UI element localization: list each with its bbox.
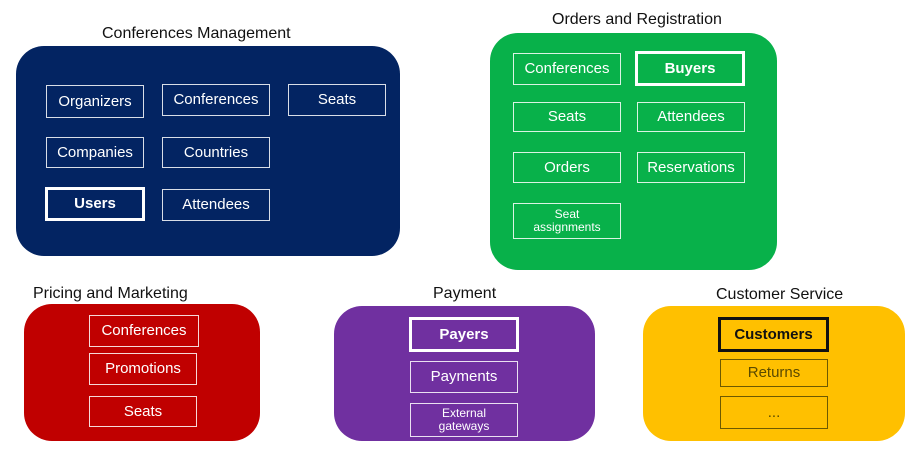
pricing-marketing-title: Pricing and Marketing bbox=[33, 285, 188, 302]
entity-seats: Seats bbox=[89, 396, 197, 427]
orders-registration-context: Conferences Buyers Seats Attendees Order… bbox=[490, 33, 777, 270]
payment-context: Payers Payments External gateways bbox=[334, 306, 595, 441]
entity-conferences: Conferences bbox=[89, 315, 199, 347]
entity-ellipsis: ... bbox=[720, 396, 828, 429]
entity-seats: Seats bbox=[288, 84, 386, 116]
entity-conferences: Conferences bbox=[162, 84, 270, 116]
customer-service-context: Customers Returns ... bbox=[643, 306, 905, 441]
entity-users: Users bbox=[45, 187, 145, 221]
entity-promotions: Promotions bbox=[89, 353, 197, 385]
conferences-management-title: Conferences Management bbox=[102, 25, 291, 42]
customer-service-title: Customer Service bbox=[716, 286, 844, 303]
entity-seat-assignments: Seat assignments bbox=[513, 203, 621, 239]
entity-attendees: Attendees bbox=[162, 189, 270, 221]
orders-registration-title: Orders and Registration bbox=[552, 11, 722, 28]
entity-attendees: Attendees bbox=[637, 102, 745, 132]
entity-returns: Returns bbox=[720, 359, 828, 387]
payment-title: Payment bbox=[433, 285, 497, 302]
entity-companies: Companies bbox=[46, 137, 144, 168]
entity-reservations: Reservations bbox=[637, 152, 745, 183]
entity-seats: Seats bbox=[513, 102, 621, 132]
entity-payers: Payers bbox=[409, 317, 519, 352]
entity-countries: Countries bbox=[162, 137, 270, 168]
entity-orders: Orders bbox=[513, 152, 621, 183]
entity-payments: Payments bbox=[410, 361, 518, 393]
entity-customers: Customers bbox=[718, 317, 829, 352]
entity-buyers: Buyers bbox=[635, 51, 745, 86]
pricing-marketing-context: Conferences Promotions Seats bbox=[24, 304, 260, 441]
conferences-management-context: Organizers Conferences Seats Companies C… bbox=[16, 46, 400, 256]
entity-conferences: Conferences bbox=[513, 53, 621, 85]
entity-external-gateways: External gateways bbox=[410, 403, 518, 437]
entity-organizers: Organizers bbox=[46, 85, 144, 118]
